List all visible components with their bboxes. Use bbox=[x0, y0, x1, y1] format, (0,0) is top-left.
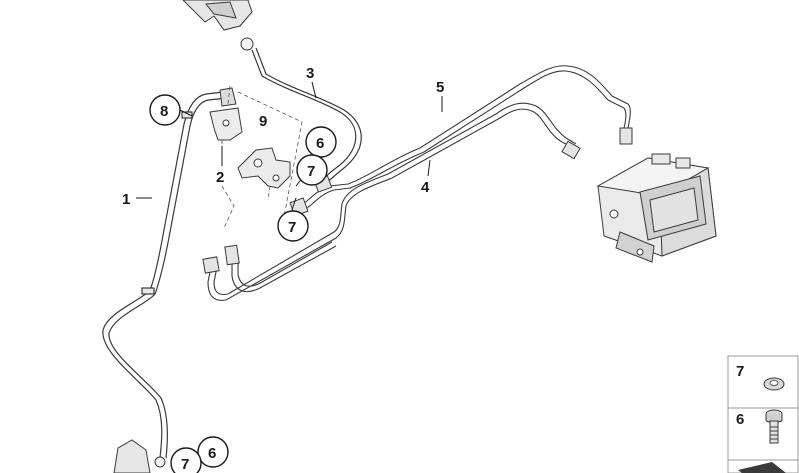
front-caliper-top bbox=[182, 0, 254, 51]
bolt-icon bbox=[765, 409, 783, 444]
callout-8-label: 8 bbox=[160, 103, 168, 120]
callout-8: 8 bbox=[149, 94, 181, 126]
brake-pipe-4 bbox=[207, 102, 577, 301]
callout-7-upper: 7 bbox=[296, 154, 328, 186]
brake-hose-3 bbox=[251, 47, 362, 189]
callout-2: 2 bbox=[216, 169, 224, 186]
scale-marker-icon bbox=[738, 462, 786, 473]
callout-7-lower-label: 7 bbox=[181, 456, 189, 473]
leader-lines bbox=[136, 81, 443, 459]
brake-hose-1 bbox=[102, 91, 229, 459]
callout-6-lower-label: 6 bbox=[208, 445, 216, 462]
abs-unit bbox=[596, 153, 717, 263]
callout-3: 3 bbox=[306, 65, 314, 82]
callout-7-middle: 7 bbox=[277, 210, 309, 242]
callout-6-upper: 6 bbox=[305, 126, 337, 158]
callout-6-lower: 6 bbox=[197, 436, 229, 468]
front-caliper-bottom bbox=[113, 439, 166, 473]
parts-legend: 7 6 bbox=[727, 355, 799, 473]
legend-row-2-number: 6 bbox=[736, 411, 744, 428]
washer-icon bbox=[763, 377, 785, 391]
bracket-9 bbox=[237, 147, 291, 189]
callout-9: 9 bbox=[259, 113, 267, 130]
callout-1: 1 bbox=[122, 191, 130, 208]
callout-7-lower: 7 bbox=[170, 447, 202, 473]
callout-4: 4 bbox=[421, 179, 430, 196]
callout-5: 5 bbox=[436, 79, 444, 96]
callout-6-upper-label: 6 bbox=[316, 135, 324, 152]
callout-7-middle-label: 7 bbox=[288, 219, 296, 236]
brake-pipe-5 bbox=[297, 65, 631, 213]
legend-row-1-number: 7 bbox=[736, 363, 744, 380]
callout-7-upper-label: 7 bbox=[307, 163, 315, 180]
bracket-2 bbox=[209, 87, 243, 141]
